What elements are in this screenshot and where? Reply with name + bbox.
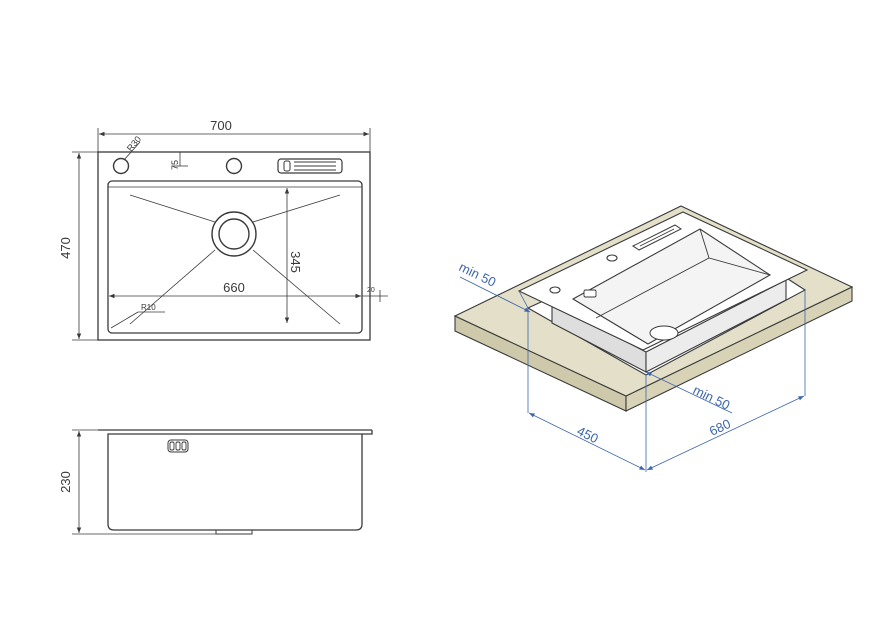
dim-side-margin-label: 20 [367,287,375,294]
overflow-holes [167,439,189,453]
sink-isometric [517,211,809,373]
drain-outer [211,211,257,257]
cutout-depth-label: 450 [575,423,601,446]
top-view-dimensions [72,128,388,341]
min-left-label: min 50 [457,259,499,290]
dim-depth-label: 230 [58,471,73,493]
tap-hole-iso-front [549,286,561,294]
tap-hole-iso-back [606,254,618,262]
tap-hole-left [112,157,130,175]
tap-hole-center [225,157,243,175]
drain-inner [218,218,250,250]
drain-iso [649,325,679,341]
dim-inner-radius-label: R10 [141,303,156,312]
overflow-slot [277,158,343,174]
install-dimensions [459,276,806,472]
dim-tap-offset-label: 75 [170,160,180,170]
top-view [97,151,371,341]
min-right-label: min 50 [691,382,733,413]
dim-inner-depth-label: 345 [288,251,303,273]
sink-outline [97,151,371,341]
bowl-outline [107,180,363,334]
dim-height-label: 470 [58,237,73,259]
side-view [98,429,373,535]
dim-corner-radius-label: R30 [125,134,143,153]
dim-width-label: 700 [210,118,232,133]
dim-inner-width-label: 660 [223,280,245,295]
cutout-width-label: 680 [707,416,733,439]
dim-line-cutout-depth [528,412,646,471]
bowl-fold-lines [129,194,341,325]
side-view-dimensions [72,429,216,535]
dim-line-cutout-width [646,395,805,471]
